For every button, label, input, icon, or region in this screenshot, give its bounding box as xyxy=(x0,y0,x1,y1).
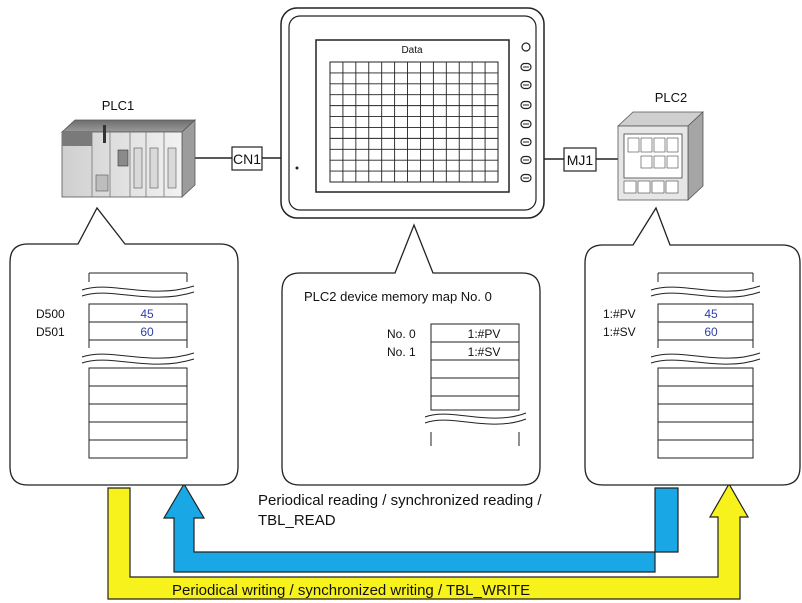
plc2-sv-address: 1:#SV xyxy=(603,325,636,339)
plc2-memory-table: 45 60 1:#PV 1:#SV xyxy=(603,272,761,459)
plc2-sv-value: 60 xyxy=(704,325,718,339)
plc2-pv-value: 45 xyxy=(704,307,718,321)
plc1-d501-address: D501 xyxy=(36,325,65,339)
mj1-port-label: MJ1 xyxy=(563,147,597,172)
empty-table-cell xyxy=(657,403,754,423)
empty-table-cell xyxy=(430,395,520,411)
cn1-port-label: CN1 xyxy=(231,146,263,171)
read-flow-arrow xyxy=(162,482,679,573)
empty-table-cell xyxy=(88,385,188,405)
memory-map-table: 1:#PV 1:#SV No. 0 No. 1 xyxy=(387,323,527,446)
empty-table-cell xyxy=(88,367,188,387)
memory-map-title: PLC2 device memory map No. 0 xyxy=(304,289,492,304)
plc1-register-cell xyxy=(88,321,188,341)
hmi-screen-title: Data xyxy=(401,45,423,56)
hmi-power-led xyxy=(295,166,299,170)
empty-table-cell xyxy=(657,421,754,441)
plc2-device-icon xyxy=(616,111,705,201)
memory-map-no0-label: No. 0 xyxy=(387,327,416,341)
plc1-register-cell xyxy=(88,303,188,323)
plc2-label: PLC2 xyxy=(655,90,688,105)
plc1-d500-value: 45 xyxy=(140,307,154,321)
memory-map-no1-label: No. 1 xyxy=(387,345,416,359)
empty-table-cell xyxy=(657,439,754,459)
read-flow-label-line1: Periodical reading / synchronized readin… xyxy=(258,492,542,509)
memory-map-no1-device: 1:#SV xyxy=(468,345,501,359)
empty-table-cell xyxy=(657,385,754,405)
write-flow-arrow xyxy=(107,482,750,600)
empty-table-cell xyxy=(88,439,188,459)
plc1-device-icon xyxy=(60,119,197,198)
hmi-indicator-icon xyxy=(521,42,531,52)
empty-table-cell xyxy=(430,377,520,397)
empty-table-cell xyxy=(430,359,520,379)
hmi-data-grid xyxy=(329,61,499,183)
svg-text:MJ1: MJ1 xyxy=(567,152,594,168)
empty-table-cell xyxy=(88,403,188,423)
plc1-memory-table: 45 60 D500 D501 xyxy=(36,272,195,459)
plc1-d500-address: D500 xyxy=(36,307,65,321)
memory-map-no0-device: 1:#PV xyxy=(468,327,501,341)
empty-table-cell xyxy=(88,421,188,441)
plc2-register-cell xyxy=(657,321,754,341)
write-flow-label: Periodical writing / synchronized writin… xyxy=(172,582,530,599)
plc1-d501-value: 60 xyxy=(140,325,154,339)
plc1-label: PLC1 xyxy=(102,98,135,113)
empty-table-cell xyxy=(657,367,754,387)
memory-map-callout xyxy=(281,223,541,486)
plc2-pv-address: 1:#PV xyxy=(603,307,636,321)
hmi-side-buttons xyxy=(520,62,532,183)
svg-text:CN1: CN1 xyxy=(233,151,261,167)
read-flow-label-line2: TBL_READ xyxy=(258,512,336,529)
hmi-panel: Data xyxy=(280,7,545,219)
